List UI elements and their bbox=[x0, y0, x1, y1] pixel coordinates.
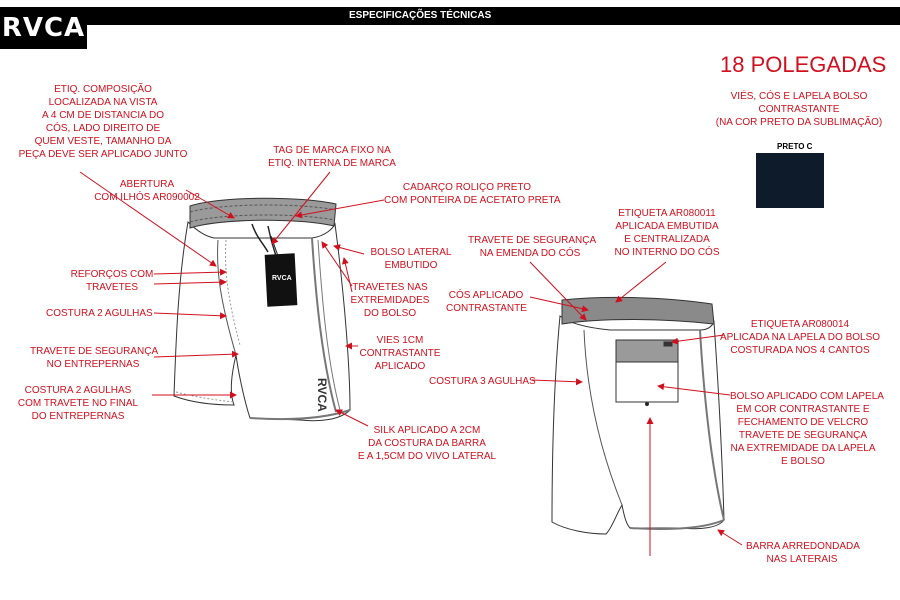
label-cos-aplicado: CÓS APLICADO CONTRASTANTE bbox=[446, 290, 527, 314]
back-shorts-drawing bbox=[551, 296, 725, 535]
hangtag-text: RVCA bbox=[272, 275, 292, 282]
label-barra: BARRA ARREDONDADA NAS LATERAIS bbox=[746, 541, 860, 565]
brand-logo: RVCA bbox=[0, 7, 87, 49]
label-costura-3-agulhas: COSTURA 3 AGULHAS bbox=[429, 376, 536, 387]
label-travetes-extremidades: TRAVETES NAS EXTREMIDADES DO BOLSO bbox=[350, 282, 430, 319]
label-vies: VIES 1CM CONTRASTANTE APLICADO bbox=[359, 335, 441, 372]
back-pocket-flap bbox=[615, 339, 679, 363]
contrast-note: VIÉS, CÓS E LAPELA BOLSO CONTRASTANTE (N… bbox=[715, 91, 883, 128]
front-leader-lines bbox=[79, 171, 385, 427]
label-reforcos: REFORÇOS COM TRAVETES bbox=[70, 269, 154, 293]
label-bolso-lateral: BOLSO LATERAL EMBUTIDO bbox=[370, 247, 452, 271]
label-abertura: ABERTURA COM ILHÓS AR090002 bbox=[94, 179, 200, 203]
label-cadarco: CADARÇO ROLIÇO PRETO COM PONTEIRA DE ACE… bbox=[384, 182, 561, 206]
size-title: 18 POLEGADAS bbox=[720, 52, 887, 77]
label-costura-2-travete: COSTURA 2 AGULHAS COM TRAVETE NO FINAL D… bbox=[17, 385, 139, 422]
swatch-name: PRETO C bbox=[777, 142, 813, 151]
label-composicao: ETIQ. COMPOSIÇÃO LOCALIZADA NA VISTA A 4… bbox=[18, 84, 188, 160]
label-tag-marca: TAG DE MARCA FIXO NA ETIQ. INTERNA DE MA… bbox=[268, 145, 396, 169]
label-etiqueta-ar080014: ETIQUETA AR080014 APLICADA NA LAPELA DO … bbox=[719, 319, 881, 356]
label-silk: SILK APLICADO A 2CM DA COSTURA DA BARRA … bbox=[357, 425, 497, 462]
back-waistband bbox=[561, 296, 715, 325]
label-etiqueta-ar080011: ETIQUETA AR080011 APLICADA EMBUTIDA E CE… bbox=[614, 208, 720, 258]
front-waistband bbox=[189, 197, 337, 229]
label-travete-cos: TRAVETE DE SEGURANÇA NA EMENDA DO CÓS bbox=[468, 235, 597, 259]
page-title: ESPECIFICAÇÕES TÉCNICAS bbox=[349, 10, 492, 21]
front-shorts-drawing: RVCA bbox=[173, 197, 351, 422]
label-costura-2-agulhas: COSTURA 2 AGULHAS bbox=[46, 308, 153, 319]
leg-print: RVCA bbox=[315, 378, 329, 412]
label-travete-entrepernas: TRAVETE DE SEGURANÇA NO ENTREPERNAS bbox=[30, 346, 159, 370]
back-leader-lines bbox=[529, 261, 743, 556]
label-bolso-aplicado: BOLSO APLICADO COM LAPELA EM COR CONTRAS… bbox=[730, 391, 884, 467]
header-bar: ESPECIFICAÇÕES TÉCNICAS bbox=[0, 7, 900, 25]
color-swatch bbox=[756, 153, 824, 208]
